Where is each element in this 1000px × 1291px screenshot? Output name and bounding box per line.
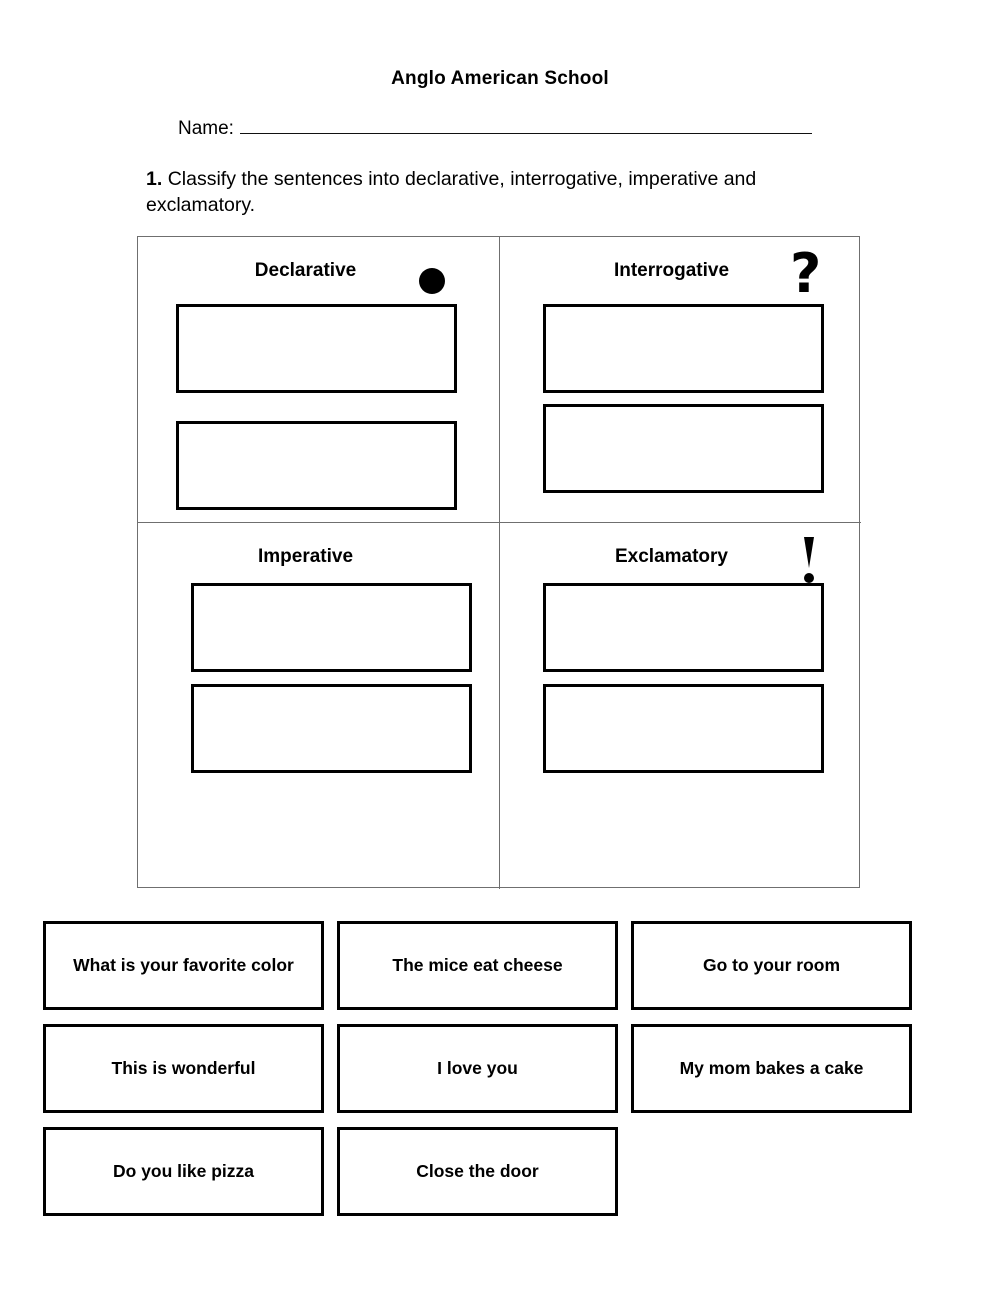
quadrant-exclamatory-title: Exclamatory: [614, 546, 728, 567]
answer-box[interactable]: [191, 684, 472, 773]
sentence-card[interactable]: This is wonderful: [43, 1024, 324, 1113]
name-input-line[interactable]: [239, 119, 812, 134]
quadrant-interrogative-title: Interrogative: [613, 260, 730, 281]
quadrant-imperative: Imperative: [138, 523, 500, 889]
page-title: Anglo American School: [391, 68, 609, 89]
sentence-card[interactable]: Close the door: [337, 1127, 618, 1216]
answer-box[interactable]: [543, 404, 824, 493]
sentence-card[interactable]: My mom bakes a cake: [631, 1024, 912, 1113]
quadrant-interrogative-header: Interrogative ?: [500, 247, 861, 301]
sentence-card[interactable]: I love you: [337, 1024, 618, 1113]
answer-box[interactable]: [176, 304, 457, 393]
sentence-card[interactable]: The mice eat cheese: [337, 921, 618, 1010]
quadrant-imperative-header: Imperative: [138, 541, 499, 585]
sentence-card[interactable]: What is your favorite color: [43, 921, 324, 1010]
quadrant-interrogative: Interrogative ?: [500, 237, 861, 523]
instruction-body: Classify the sentences into declarative,…: [146, 168, 757, 217]
card-row: What is your favorite color The mice eat…: [43, 921, 923, 1010]
instruction-number: 1.: [146, 168, 163, 190]
period-icon: [419, 268, 445, 294]
sentence-card-bank: What is your favorite color The mice eat…: [43, 921, 923, 1230]
exclamation-stem: [804, 537, 814, 568]
question-mark-icon: ?: [790, 242, 822, 305]
answer-box[interactable]: [543, 684, 824, 773]
classification-grid: Declarative Interrogative ? Imperative E…: [137, 236, 861, 889]
exclamation-dot: [804, 573, 814, 583]
instruction-text: 1. Classify the sentences into declarati…: [146, 166, 846, 219]
answer-box[interactable]: [543, 583, 824, 672]
quadrant-exclamatory-header: Exclamatory: [500, 537, 861, 585]
sentence-card[interactable]: Do you like pizza: [43, 1127, 324, 1216]
sentence-card[interactable]: Go to your room: [631, 921, 912, 1010]
exclamation-mark-icon: [800, 537, 818, 585]
card-row: Do you like pizza Close the door: [43, 1127, 923, 1216]
name-field-row: Name:: [178, 118, 812, 140]
answer-box[interactable]: [176, 421, 457, 510]
answer-box[interactable]: [543, 304, 824, 393]
answer-box[interactable]: [191, 583, 472, 672]
quadrant-declarative-header: Declarative: [138, 255, 499, 299]
quadrant-imperative-title: Imperative: [257, 546, 354, 567]
quadrant-declarative-title: Declarative: [254, 260, 357, 281]
quadrant-declarative: Declarative: [138, 237, 500, 523]
name-label: Name:: [178, 118, 234, 139]
card-row: This is wonderful I love you My mom bake…: [43, 1024, 923, 1113]
quadrant-exclamatory: Exclamatory: [500, 523, 861, 889]
